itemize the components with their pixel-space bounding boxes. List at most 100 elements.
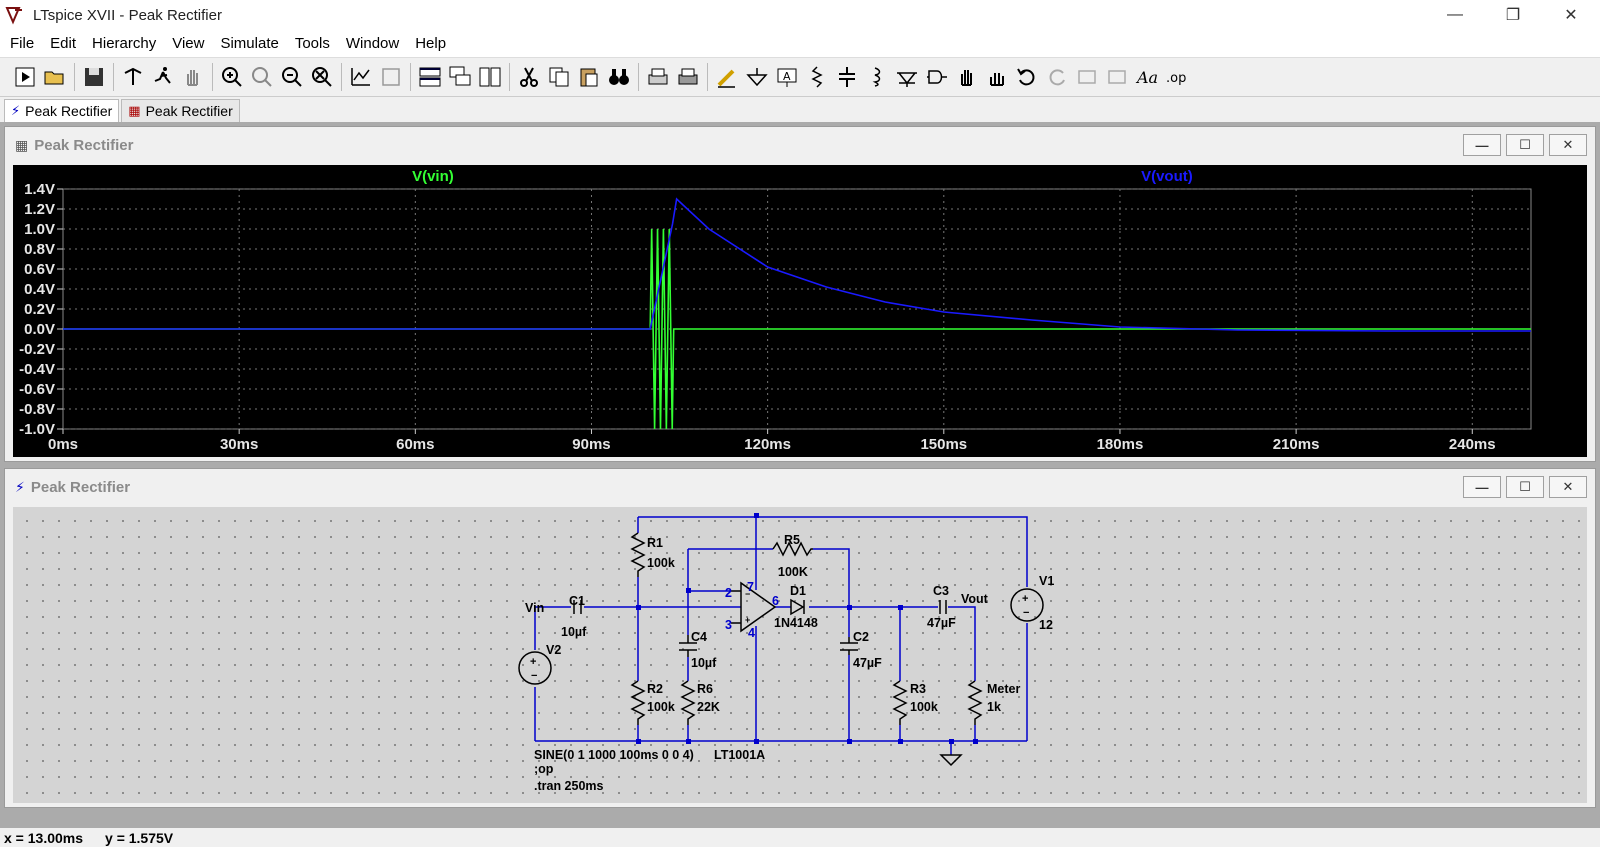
cut-icon[interactable] bbox=[514, 62, 544, 92]
cursor-y-readout: y = 1.575V bbox=[105, 829, 174, 846]
y-tick-label: 0.2V bbox=[24, 301, 55, 318]
pin-3-label: 3 bbox=[725, 618, 732, 632]
source-polarity: +− +− −+ bbox=[530, 589, 1029, 682]
zoom-out-icon[interactable] bbox=[277, 62, 307, 92]
r2-symbol bbox=[630, 680, 646, 725]
inductor-icon[interactable] bbox=[862, 62, 892, 92]
v1-symbol bbox=[1010, 588, 1044, 622]
minimize-button[interactable]: — bbox=[1447, 6, 1463, 23]
zoom-fit-icon[interactable] bbox=[376, 62, 406, 92]
component-labels: Vin Vout C1 10µf R1 100k R2 100k R5 100K… bbox=[525, 533, 1054, 793]
x-tick-label: 0ms bbox=[48, 436, 78, 453]
y-tick-label: 1.0V bbox=[24, 221, 55, 238]
waveform-window-caption[interactable]: ▦ Peak Rectifier — ☐ ✕ bbox=[5, 127, 1595, 163]
tab-waveform[interactable]: ▦ Peak Rectifier bbox=[121, 99, 240, 122]
ground-symbol bbox=[939, 754, 963, 767]
menu-edit[interactable]: Edit bbox=[50, 35, 77, 52]
r5-symbol bbox=[772, 541, 813, 557]
mirror-icon[interactable] bbox=[1102, 62, 1132, 92]
x-tick-label: 210ms bbox=[1273, 436, 1320, 453]
menu-window[interactable]: Window bbox=[345, 35, 400, 52]
svg-text:−: − bbox=[531, 670, 537, 682]
c1-symbol bbox=[573, 600, 582, 614]
menu-simulate[interactable]: Simulate bbox=[220, 35, 279, 52]
paste-icon[interactable] bbox=[574, 62, 604, 92]
spice-directive-icon[interactable]: .op bbox=[1162, 62, 1192, 92]
find-icon[interactable] bbox=[604, 62, 634, 92]
draw-wire-icon[interactable] bbox=[712, 62, 742, 92]
drag-icon[interactable] bbox=[982, 62, 1012, 92]
move-icon[interactable] bbox=[952, 62, 982, 92]
minimize-button[interactable]: — bbox=[1463, 476, 1501, 498]
waveform-icon: ▦ bbox=[15, 136, 29, 153]
close-button[interactable]: ✕ bbox=[1549, 134, 1587, 156]
print-setup-icon[interactable] bbox=[643, 62, 673, 92]
document-tabs: ⚡ Peak Rectifier ▦ Peak Rectifier bbox=[0, 97, 1600, 122]
control-panel-icon[interactable] bbox=[118, 62, 148, 92]
run-sim-icon[interactable] bbox=[148, 62, 178, 92]
maximize-button[interactable]: ☐ bbox=[1506, 134, 1544, 156]
close-button[interactable]: ✕ bbox=[1549, 476, 1587, 498]
cascade-icon[interactable] bbox=[445, 62, 475, 92]
menu-view[interactable]: View bbox=[172, 35, 205, 52]
x-tick-label: 180ms bbox=[1097, 436, 1144, 453]
d1-label: D1 bbox=[790, 584, 806, 598]
tile-horizontal-icon[interactable] bbox=[415, 62, 445, 92]
text-icon[interactable]: Aa bbox=[1132, 62, 1162, 92]
menu-file[interactable]: File bbox=[10, 35, 35, 52]
zoom-area-icon[interactable] bbox=[247, 62, 277, 92]
autorange-icon[interactable] bbox=[346, 62, 376, 92]
schematic-canvas[interactable]: +− +− −+ 2 3 4 6 7 Vin Vout C1 10µf bbox=[13, 507, 1587, 803]
schematic-window-caption[interactable]: ⚡ Peak Rectifier — ☐ ✕ bbox=[5, 469, 1595, 505]
component-icon[interactable] bbox=[922, 62, 952, 92]
schematic-icon: ⚡ bbox=[11, 103, 21, 118]
trace-label: V(vin) bbox=[412, 168, 454, 185]
waveform-chart[interactable]: 1.4V1.2V1.0V0.8V0.6V0.4V0.2V0.0V-0.2V-0.… bbox=[13, 165, 1587, 457]
restore-button[interactable]: ❐ bbox=[1505, 7, 1521, 24]
y-tick-label: 0.8V bbox=[24, 241, 55, 258]
diode-icon[interactable] bbox=[892, 62, 922, 92]
y-tick-label: -0.8V bbox=[19, 401, 55, 418]
resistor-icon[interactable] bbox=[802, 62, 832, 92]
x-tick-label: 90ms bbox=[572, 436, 610, 453]
menu-tools[interactable]: Tools bbox=[294, 35, 330, 52]
close-button[interactable]: ✕ bbox=[1564, 7, 1578, 24]
r3-value: 100k bbox=[910, 700, 938, 714]
save-icon[interactable] bbox=[79, 62, 109, 92]
undo-icon[interactable] bbox=[1012, 62, 1042, 92]
ground-icon[interactable] bbox=[742, 62, 772, 92]
run-icon[interactable] bbox=[10, 62, 40, 92]
zoom-cancel-icon[interactable] bbox=[307, 62, 337, 92]
c4-symbol bbox=[679, 635, 697, 657]
title-bar: LTspice XVII - Peak Rectifier — ❐ ✕ bbox=[0, 0, 1600, 30]
minimize-button[interactable]: — bbox=[1463, 134, 1501, 156]
tab-schematic[interactable]: ⚡ Peak Rectifier bbox=[4, 99, 120, 122]
maximize-button[interactable]: ☐ bbox=[1506, 476, 1544, 498]
label-net-icon[interactable]: A bbox=[772, 62, 802, 92]
schematic-window-title: Peak Rectifier bbox=[30, 478, 131, 496]
copy-icon[interactable] bbox=[544, 62, 574, 92]
r2-value: 100k bbox=[647, 700, 675, 714]
schematic-window: ⚡ Peak Rectifier — ☐ ✕ bbox=[4, 468, 1596, 808]
open-icon[interactable] bbox=[40, 62, 70, 92]
zoom-in-icon[interactable] bbox=[217, 62, 247, 92]
schematic-drawing[interactable]: +− +− −+ 2 3 4 6 7 Vin Vout C1 10µf bbox=[13, 507, 1587, 803]
menu-help[interactable]: Help bbox=[415, 35, 447, 52]
redo-icon[interactable] bbox=[1042, 62, 1072, 92]
svg-text:Aa: Aa bbox=[1135, 68, 1158, 87]
waveform-icon: ▦ bbox=[128, 103, 141, 118]
r3-symbol bbox=[892, 680, 908, 725]
c2-value: 47µF bbox=[853, 656, 882, 670]
tile-vertical-icon[interactable] bbox=[475, 62, 505, 92]
rotate-icon[interactable] bbox=[1072, 62, 1102, 92]
print-icon[interactable] bbox=[673, 62, 703, 92]
c3-value: 47µF bbox=[927, 616, 956, 630]
capacitor-icon[interactable] bbox=[832, 62, 862, 92]
pin-2-label: 2 bbox=[725, 586, 732, 600]
menu-hierarchy[interactable]: Hierarchy bbox=[92, 35, 157, 52]
y-tick-label: 0.6V bbox=[24, 261, 55, 278]
svg-text:.op: .op bbox=[1166, 71, 1186, 86]
pan-hand-icon[interactable] bbox=[178, 62, 208, 92]
